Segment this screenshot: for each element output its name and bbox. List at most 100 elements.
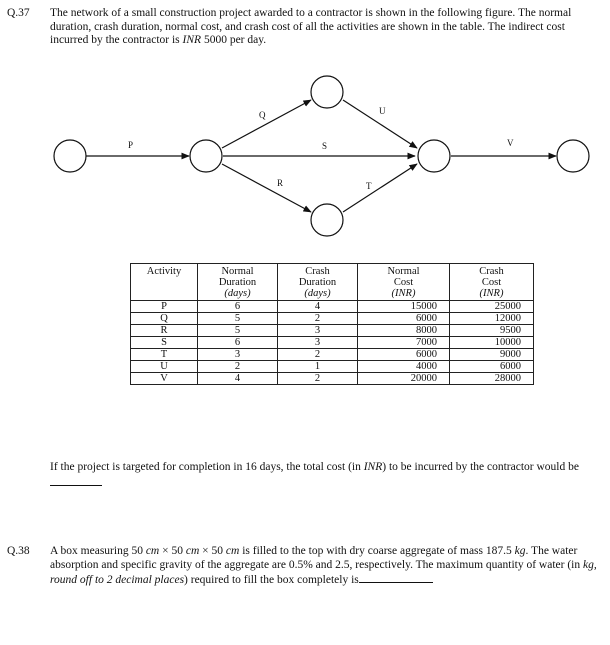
cell-crash-duration: 3 bbox=[277, 336, 358, 349]
q38-part-3: × 50 bbox=[199, 545, 226, 557]
label-u: U bbox=[379, 106, 386, 116]
label-p: P bbox=[128, 140, 133, 150]
header-cd-unit: (days) bbox=[304, 288, 331, 299]
cell-normal-cost: 8000 bbox=[357, 324, 450, 337]
header-cc-line-1: Crash bbox=[479, 266, 504, 277]
label-v: V bbox=[507, 138, 514, 148]
q38-part-1: A box measuring 50 bbox=[50, 545, 146, 557]
header-cd-line-1: Crash bbox=[305, 266, 330, 277]
cell-activity: S bbox=[130, 336, 198, 349]
edge-t bbox=[342, 163, 418, 213]
node-4 bbox=[310, 203, 344, 237]
cell-crash-duration: 2 bbox=[277, 348, 358, 361]
header-nc-unit: (INR) bbox=[391, 288, 416, 299]
cell-normal-duration: 4 bbox=[197, 372, 278, 385]
header-activity-line-1: Activity bbox=[146, 266, 182, 277]
q38-unit-5: kg, round off to 2 decimal places bbox=[50, 558, 597, 587]
cell-activity: Q bbox=[130, 312, 198, 325]
header-nd-line-2: Duration bbox=[218, 277, 257, 288]
cell-crash-cost: 9500 bbox=[449, 324, 534, 337]
cell-crash-duration: 4 bbox=[277, 300, 358, 313]
cell-normal-cost: 20000 bbox=[357, 372, 450, 385]
cell-crash-cost: 9000 bbox=[449, 348, 534, 361]
cell-normal-duration: 3 bbox=[197, 348, 278, 361]
cell-normal-cost: 4000 bbox=[357, 360, 450, 373]
edge-q bbox=[221, 99, 312, 149]
header-activity: Activity bbox=[130, 263, 198, 301]
cell-crash-cost: 6000 bbox=[449, 360, 534, 373]
q38-unit-1: cm bbox=[145, 545, 160, 557]
q38-unit-3: cm bbox=[225, 545, 240, 557]
cell-activity: U bbox=[130, 360, 198, 373]
node-1 bbox=[53, 139, 87, 173]
q37-prompt-part-1: If the project is targeted for completio… bbox=[50, 461, 364, 473]
edge-r bbox=[221, 163, 312, 213]
cell-crash-duration: 3 bbox=[277, 324, 358, 337]
q38-unit-4: kg bbox=[514, 545, 526, 557]
question-37-number: Q.37 bbox=[7, 7, 30, 19]
q37-text-part-1: The network of a small construction proj… bbox=[50, 7, 572, 46]
project-network-diagram: P Q R S T U V bbox=[53, 75, 590, 237]
question-38-number: Q.38 bbox=[7, 545, 30, 557]
label-r: R bbox=[277, 178, 283, 188]
edge-u bbox=[342, 99, 418, 149]
cell-normal-duration: 6 bbox=[197, 336, 278, 349]
q38-unit-2: cm bbox=[185, 545, 200, 557]
q37-unit-inr: INR bbox=[182, 34, 202, 46]
cell-activity: V bbox=[130, 372, 198, 385]
cell-crash-cost: 28000 bbox=[449, 372, 534, 385]
cell-normal-duration: 2 bbox=[197, 360, 278, 373]
q37-prompt-part-2: ) to be incurred by the contractor would… bbox=[382, 461, 579, 473]
q38-part-6: ) required to fill the box completely is bbox=[184, 574, 359, 586]
header-cd-line-2: Duration bbox=[298, 277, 337, 288]
cell-normal-cost: 7000 bbox=[357, 336, 450, 349]
header-nd-line-1: Normal bbox=[221, 266, 254, 277]
header-nc-line-1: Normal bbox=[387, 266, 420, 277]
node-3 bbox=[310, 75, 344, 109]
label-s: S bbox=[322, 141, 327, 151]
node-2 bbox=[189, 139, 223, 173]
header-cc-unit: (INR) bbox=[479, 288, 504, 299]
cell-crash-cost: 10000 bbox=[449, 336, 534, 349]
header-nd-unit: (days) bbox=[224, 288, 251, 299]
q38-part-2: × 50 bbox=[159, 545, 186, 557]
header-nc-line-2: Cost bbox=[393, 277, 414, 288]
header-cc-line-2: Cost bbox=[481, 277, 502, 288]
cell-activity: T bbox=[130, 348, 198, 361]
cell-normal-duration: 5 bbox=[197, 324, 278, 337]
node-5 bbox=[417, 139, 451, 173]
node-6 bbox=[556, 139, 590, 173]
cell-activity: R bbox=[130, 324, 198, 337]
cell-crash-cost: 25000 bbox=[449, 300, 534, 313]
cell-crash-duration: 2 bbox=[277, 312, 358, 325]
cell-activity: P bbox=[130, 300, 198, 313]
cell-normal-duration: 5 bbox=[197, 312, 278, 325]
cell-crash-duration: 2 bbox=[277, 372, 358, 385]
q38-part-4: is filled to the top with dry coarse agg… bbox=[239, 545, 515, 557]
q37-prompt-unit: INR bbox=[363, 461, 383, 473]
cell-normal-cost: 15000 bbox=[357, 300, 450, 313]
q38-part-5: . The water absorption and specific grav… bbox=[50, 545, 583, 571]
q37-text-part-2: 5000 per day. bbox=[201, 34, 267, 46]
cell-normal-cost: 6000 bbox=[357, 312, 450, 325]
cell-crash-cost: 12000 bbox=[449, 312, 534, 325]
cell-normal-duration: 6 bbox=[197, 300, 278, 313]
question-37-prompt: If the project is targeted for completio… bbox=[50, 461, 602, 490]
cell-normal-cost: 6000 bbox=[357, 348, 450, 361]
question-37-text: The network of a small construction proj… bbox=[50, 7, 602, 48]
q38-answer-blank bbox=[358, 572, 433, 583]
